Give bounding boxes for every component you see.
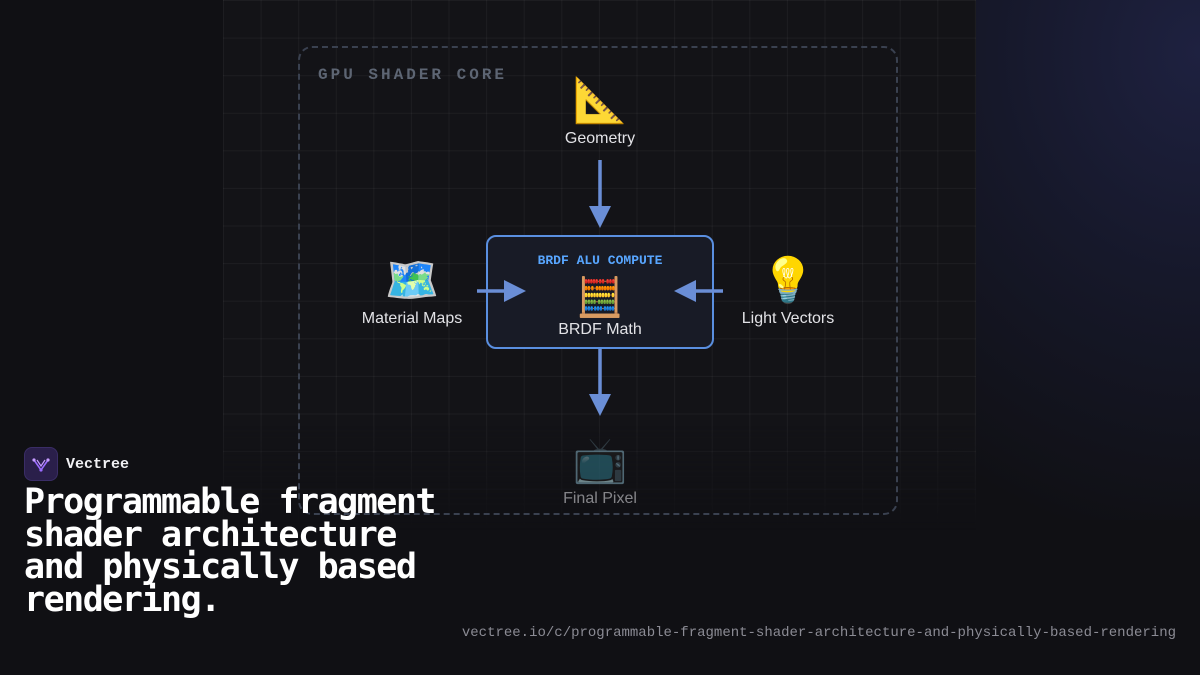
gpu-shader-core-container	[298, 46, 898, 515]
final-pixel-label: Final Pixel	[563, 490, 637, 507]
brdf-compute-node: BRDF ALU COMPUTE 🧮 BRDF Math	[486, 235, 714, 349]
brand-name: Vectree	[66, 455, 130, 473]
vectree-logo-icon	[24, 447, 58, 481]
light-vectors-label: Light Vectors	[741, 310, 835, 327]
world-map-icon: 🗺️	[384, 256, 440, 305]
geometry-node: 📐 Geometry	[540, 76, 660, 148]
geometry-label: Geometry	[564, 130, 636, 147]
triangular-ruler-icon: 📐	[572, 76, 628, 125]
container-label: GPU SHADER CORE	[318, 66, 508, 84]
brand: Vectree	[24, 447, 129, 481]
final-pixel-node: 📺 Final Pixel	[540, 436, 660, 508]
source-url[interactable]: vectree.io/c/programmable-fragment-shade…	[461, 625, 1176, 641]
abacus-icon: 🧮	[576, 277, 624, 319]
page-title: Programmable fragment shader architectur…	[24, 482, 437, 620]
light-vectors-node: 💡 Light Vectors	[728, 256, 848, 328]
material-maps-node: 🗺️ Material Maps	[352, 256, 472, 328]
television-icon: 📺	[572, 436, 628, 485]
brdf-compute-title: BRDF ALU COMPUTE	[537, 253, 663, 268]
light-bulb-icon: 💡	[760, 256, 816, 305]
brdf-math-label: BRDF Math	[558, 321, 642, 338]
material-maps-label: Material Maps	[361, 310, 463, 327]
